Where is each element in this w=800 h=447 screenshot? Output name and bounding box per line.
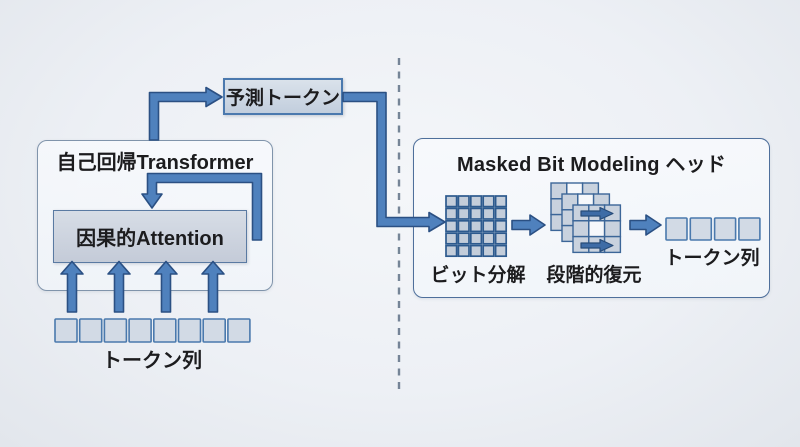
input-token-row (54, 318, 251, 343)
bit-decompose-label: ビット分解 (430, 265, 526, 286)
masked-bit-modeling-title: Masked Bit Modeling ヘッド (456, 154, 727, 176)
arrow-transformer-to-predicted-icon (148, 86, 223, 141)
input-token-square (202, 318, 226, 343)
causal-attention-label: 因果的Attention (76, 228, 224, 250)
input-token-square (54, 318, 78, 343)
input-token-square (227, 318, 251, 343)
input-token-square (128, 318, 152, 343)
transformer-panel-title: 自己回帰Transformer (56, 152, 254, 174)
input-token-row-label: トークン列 (102, 350, 202, 372)
input-token-square (103, 318, 128, 343)
predicted-token-label: 予測トークン (225, 88, 340, 109)
input-token-square (177, 318, 202, 343)
input-token-square (153, 318, 177, 343)
causal-attention-box: 因果的Attention (53, 210, 247, 263)
input-token-square (78, 318, 103, 343)
progressive-restore-label: 段階的復元 (546, 265, 642, 286)
predicted-token-box: 予測トークン (223, 78, 343, 115)
output-token-row-label: トークン列 (664, 248, 760, 269)
